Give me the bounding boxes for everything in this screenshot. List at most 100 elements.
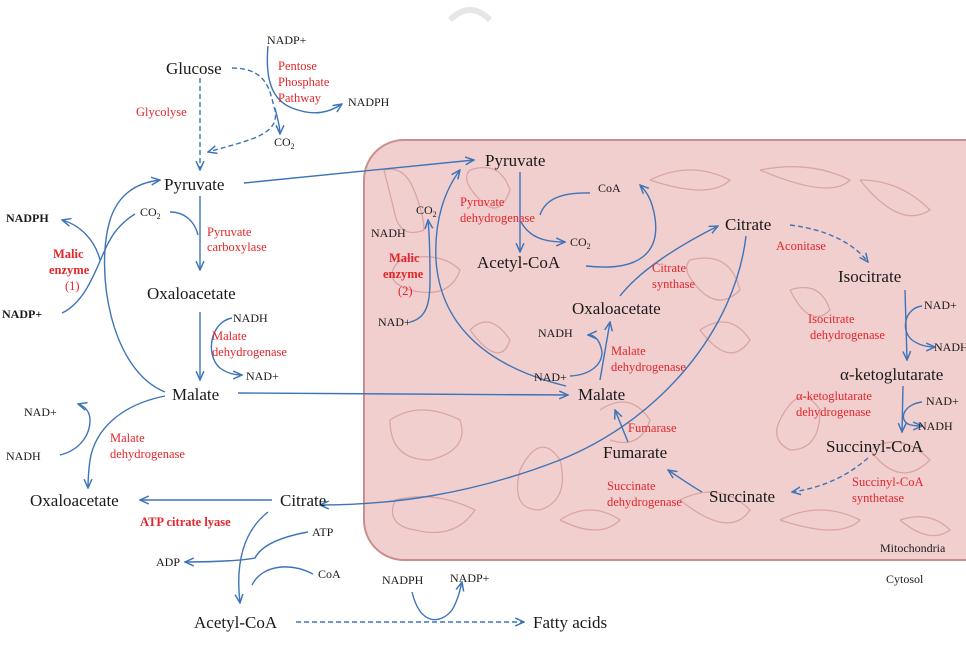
malic-1-line3: (1) <box>65 279 80 293</box>
malic-2-cofactor-arrow <box>409 220 430 323</box>
sdh-line2: dehydrogenase <box>607 495 682 509</box>
ppp-nadph-arrow <box>266 45 342 114</box>
nad-mdh-mito-label: NAD+ <box>534 370 567 384</box>
sdh-line1: Succinate <box>607 479 656 493</box>
fumarate-label: Fumarate <box>603 443 667 462</box>
citrate-export-arrow <box>320 235 747 505</box>
mdh-mito-nadh-arrow <box>569 335 603 377</box>
nadh-idh-label: NADH <box>934 340 966 354</box>
glycolyse-label: Glycolyse <box>136 105 187 119</box>
mdh-cyto-line1: Malate <box>212 329 247 343</box>
malic-1-line1: Malic <box>53 247 84 261</box>
oxaloacetate-cyto-label: Oxaloacetate <box>147 284 236 303</box>
coa-cyto-label: CoA <box>318 567 341 581</box>
acetylcoa-mito-label: Acetyl-CoA <box>477 253 561 272</box>
citrate-synthase-arrow <box>619 226 718 297</box>
nad-akg-label: NAD+ <box>926 394 959 408</box>
malic-2-line1: Malic <box>389 251 420 265</box>
nadp-top-label: NADP+ <box>267 33 307 47</box>
mdh-cyto-nadh-arrow <box>210 317 242 375</box>
pyruvate-cyto-label: Pyruvate <box>164 175 224 194</box>
mdh-mito-line1: Malate <box>611 344 646 358</box>
ppp-co2-arrow <box>274 107 280 134</box>
akg-label: α-ketoglutarate <box>840 365 943 384</box>
pdh-coa-arrow <box>539 192 591 216</box>
mitochondrion <box>363 139 966 561</box>
nadp-malic-label: NADP+ <box>2 307 42 321</box>
cytosol-compartment-label: Cytosol <box>886 572 924 586</box>
nadph-top-label: NADPH <box>348 95 390 109</box>
pdh-line2: dehydrogenase <box>460 211 535 225</box>
ppp-arrow <box>208 67 277 152</box>
acl-coa-arrow <box>251 566 314 586</box>
glucose-label: Glucose <box>166 59 222 78</box>
succinate-label: Succinate <box>709 487 775 506</box>
co2-top-label: CO2 <box>274 135 295 151</box>
adp-label: ADP <box>156 555 180 569</box>
coa-release-arrow <box>585 185 657 268</box>
malic-2-line3: (2) <box>398 284 413 298</box>
co2-me2-label: CO2 <box>416 203 437 219</box>
nadh-akg-label: NADH <box>918 419 953 433</box>
isocitrate-label: Isocitrate <box>838 267 901 286</box>
idh-nadh-arrow <box>904 305 935 347</box>
nad-idh-label: NAD+ <box>924 298 957 312</box>
coa-mito-label: CoA <box>598 181 621 195</box>
mdh-left-nad-arrow <box>59 404 91 456</box>
oxaloacetate-left-label: Oxaloacetate <box>30 491 119 510</box>
mdh-left-line2: dehydrogenase <box>110 447 185 461</box>
malic-1-cofactor-arrow <box>61 213 136 314</box>
scs-arrow <box>792 457 869 492</box>
malic-1-line2: enzyme <box>49 263 90 277</box>
idh-line2: dehydrogenase <box>810 328 885 342</box>
co2-pdh-label: CO2 <box>570 235 591 251</box>
acl-atp-adp-arrow <box>185 531 309 562</box>
pdh-co2-arrow <box>520 221 565 242</box>
citrate-mito-label: Citrate <box>725 215 771 234</box>
mdh-cyto-line2: dehydrogenase <box>212 345 287 359</box>
mito-enzymes: Pyruvate dehydrogenase Malic enzyme (2) … <box>383 195 924 509</box>
mdh-left-arrow <box>88 395 166 488</box>
malate-cyto-label: Malate <box>172 385 219 404</box>
co2-pyr-label: CO2 <box>140 205 161 221</box>
nad-left-label: NAD+ <box>24 405 57 419</box>
ppp-line3: Pathway <box>278 91 322 105</box>
mdh-left-line1: Malate <box>110 431 145 445</box>
malic-2-line2: enzyme <box>383 267 424 281</box>
malate-transport-arrow <box>237 393 568 395</box>
fas-nadph-arrow <box>411 582 462 621</box>
aconitase-label: Aconitase <box>776 239 826 253</box>
malate-mito-label: Malate <box>578 385 625 404</box>
cytosol-enzymes: Glycolyse Pentose Phosphate Pathway Pyru… <box>49 59 330 529</box>
nadh-mdh-cyto-label: NADH <box>233 311 268 325</box>
nad-me2-label: NAD+ <box>378 315 411 329</box>
mitochondrion-outer-membrane <box>363 139 966 561</box>
nadp-fa-label: NADP+ <box>450 571 490 585</box>
pc-co2-arrow <box>169 211 199 236</box>
succinylcoa-label: Succinyl-CoA <box>826 437 924 456</box>
pyruvate-transport-arrow <box>243 160 474 184</box>
sdh-arrow <box>668 470 703 493</box>
malic-1-nadph-arrow <box>62 220 101 261</box>
fatty-acids-label: Fatty acids <box>533 613 607 632</box>
ppp-line1: Pentose <box>278 59 317 73</box>
atp-citrate-lyase-label: ATP citrate lyase <box>140 515 231 529</box>
aconitase-arrow <box>789 224 868 262</box>
akgdh-line1: α-ketoglutarate <box>796 389 872 403</box>
scs-line2: synthetase <box>852 491 905 505</box>
nadh-mdh-mito-label: NADH <box>538 326 573 340</box>
fumarase-label: Fumarase <box>628 421 677 435</box>
ppp-line2: Phosphate <box>278 75 330 89</box>
citrate-cyto-label: Citrate <box>280 491 326 510</box>
atp-label: ATP <box>312 525 334 539</box>
pathway-arrows <box>59 45 935 622</box>
pc-line2: carboxylase <box>207 240 267 254</box>
akgdh-line2: dehydrogenase <box>796 405 871 419</box>
pyruvate-mito-label: Pyruvate <box>485 151 545 170</box>
cs-line1: Citrate <box>652 261 686 275</box>
cytosol-metabolites: Glucose Pyruvate Oxaloacetate Malate Oxa… <box>2 33 924 632</box>
mitochondrion-cristae <box>383 166 951 537</box>
acl-acetylcoa-arrow <box>239 511 269 603</box>
nadh-left-label: NADH <box>6 449 41 463</box>
